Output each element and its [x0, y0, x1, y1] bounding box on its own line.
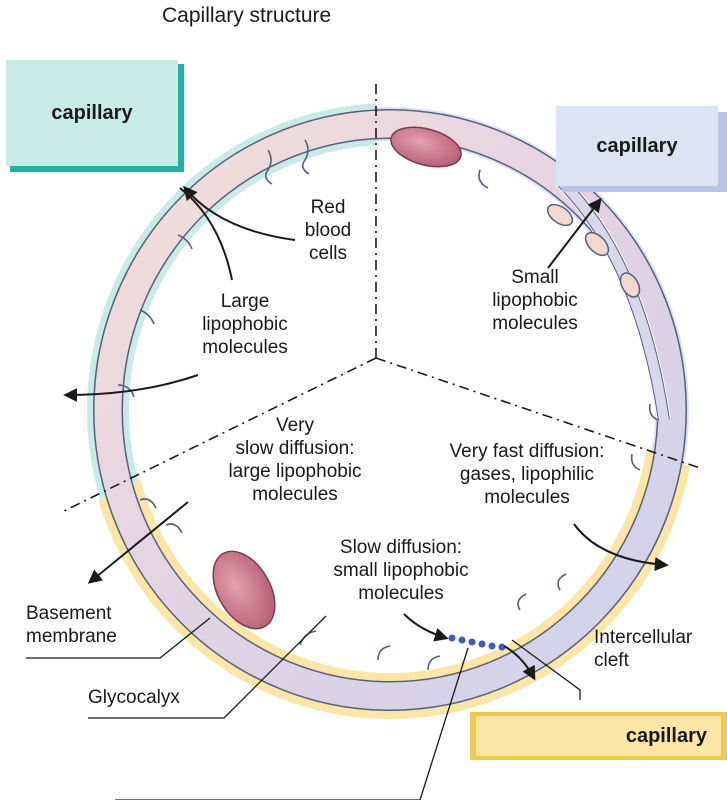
- label-red-blood-cells: Red blood cells: [304, 197, 352, 264]
- label-slow-diffusion: Slow diffusion: small lipophobic molecul…: [333, 537, 469, 604]
- nuclei: [212, 126, 462, 630]
- diffusion-arrows: [63, 185, 669, 681]
- label-basement-membrane: Basement membrane: [26, 603, 117, 647]
- label-large-lipophobic: Large lipophobic molecules: [202, 291, 288, 358]
- capillary-label: capillary: [625, 724, 707, 747]
- label-intercellular-cleft: Intercellular cleft: [594, 627, 693, 671]
- capillary-box-top-left: capillary: [6, 60, 184, 173]
- capillary-box-top-right: capillary: [556, 106, 727, 192]
- diagram-title: Capillary structure: [162, 4, 332, 27]
- capillary-label: capillary: [51, 101, 133, 124]
- capillary-box-bottom-right: capillary: [470, 712, 727, 762]
- label-very-fast-diffusion: Very fast diffusion: gases, lipophilic m…: [449, 441, 605, 508]
- label-glycocalyx: Glycocalyx: [88, 687, 180, 708]
- cleft-dots: [448, 634, 506, 651]
- endothelial-wall: [93, 109, 687, 711]
- dashed-dividers: [61, 82, 701, 513]
- label-very-slow-diffusion: Very slow diffusion: large lipophobic mo…: [228, 415, 362, 505]
- label-small-lipophobic: Small lipophobic molecules: [492, 267, 578, 334]
- cell-junctions: [117, 139, 659, 671]
- capillary-label: capillary: [596, 134, 678, 157]
